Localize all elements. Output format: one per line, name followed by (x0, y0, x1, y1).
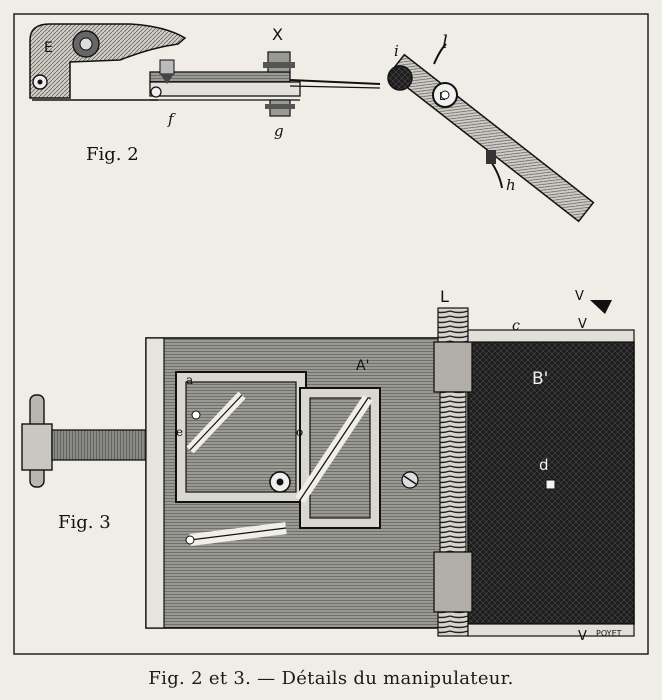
fig3-label-e: e (176, 425, 183, 439)
fig3-drawing: L c V A' B' d a e o V Fig. 3 POYET (21, 287, 635, 644)
fig3-label-A: A' (356, 358, 369, 374)
fig2-label-i: i (394, 42, 399, 60)
figure-caption: Fig. 2 et 3. — Détails du manipulateur. (148, 668, 514, 689)
fig3-label-V-top: V (578, 317, 587, 332)
fig3-rail-bottom (467, 623, 635, 637)
fig3-label-L: L (440, 287, 449, 306)
fig3-spring-top (437, 307, 469, 343)
fig3-label-o: o (296, 425, 303, 439)
fig2-label-g: g (274, 122, 284, 140)
plate-border (13, 13, 649, 655)
fig2-label-L: L (439, 90, 446, 103)
fig2-label-f: f (167, 110, 176, 128)
fig3-label-V-bottom: V (578, 629, 587, 644)
fig2-drawing: E X f g i l L h V Fig. 2 (29, 23, 612, 314)
fig3-rail-top (467, 329, 635, 343)
fig3-label-c: c (512, 318, 520, 334)
fig3-spring (439, 391, 467, 553)
fig2-label-l: l (442, 32, 448, 53)
fig2-label-X: X (272, 25, 283, 44)
fig2-label-V: V (575, 289, 584, 304)
fig2-label-E: E (44, 40, 53, 56)
fig3-label-d: d (539, 456, 549, 474)
engraver-signature: POYET (596, 629, 622, 638)
fig3-shaft (51, 429, 147, 461)
fig2-cam-piece (29, 23, 187, 99)
fig3-label-B: B' (532, 369, 548, 389)
fig2-tip (590, 300, 612, 314)
fig3-title: Fig. 3 (58, 512, 111, 533)
fig3-window-d (545, 479, 556, 490)
fig3-label-a: a (186, 373, 193, 387)
fig2-label-h: h (506, 176, 516, 194)
fig2-title: Fig. 2 (86, 144, 139, 165)
fig2-lever-arm (388, 53, 595, 223)
fig2-gear-i (387, 65, 413, 91)
